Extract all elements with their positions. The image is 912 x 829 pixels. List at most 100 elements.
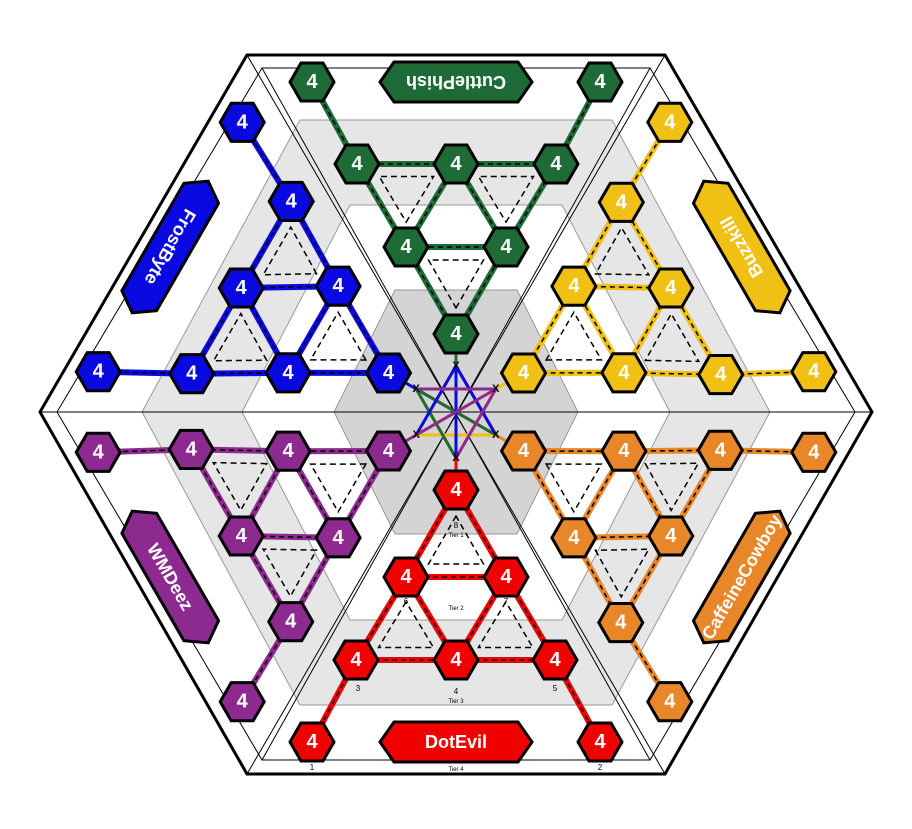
- space-purple[interactable]: 4: [314, 517, 362, 559]
- space-value: 4: [93, 361, 105, 383]
- space-green[interactable]: 4: [576, 61, 624, 103]
- path-link-dash: [620, 121, 671, 203]
- path-link-dash: [241, 535, 339, 539]
- space-orange[interactable]: 4: [696, 429, 745, 471]
- space-red[interactable]: 4: [382, 556, 430, 598]
- space-red[interactable]: 4: [288, 721, 336, 763]
- path-link-dash: [455, 163, 507, 248]
- space-value: 4: [618, 440, 630, 462]
- space-orange[interactable]: 4: [597, 602, 645, 644]
- path-link-dash: [720, 449, 814, 454]
- space-orange[interactable]: 4: [600, 430, 648, 472]
- space-yellow[interactable]: 4: [550, 265, 598, 307]
- tier-3-label: Tier 3: [448, 699, 464, 705]
- space-red[interactable]: 4: [432, 469, 480, 511]
- space-blue[interactable]: 4: [364, 352, 413, 394]
- space-blue[interactable]: 4: [264, 352, 312, 394]
- space-orange[interactable]: 4: [647, 515, 695, 557]
- space-value: 4: [665, 277, 677, 299]
- space-blue[interactable]: 4: [167, 353, 216, 395]
- dashed-guide: [309, 310, 368, 361]
- dashed-guide: [261, 225, 318, 276]
- dashed-guide: [261, 548, 318, 598]
- space-yellow[interactable]: 4: [499, 352, 548, 394]
- space-yellow[interactable]: 4: [790, 351, 838, 393]
- space-value: 4: [333, 527, 345, 549]
- space-value: 4: [283, 362, 295, 384]
- space-green[interactable]: 4: [432, 313, 480, 355]
- space-green[interactable]: 4: [382, 226, 430, 268]
- space-number-5: 5: [553, 684, 558, 693]
- space-red[interactable]: 4: [576, 721, 624, 763]
- space-green[interactable]: 4: [532, 143, 580, 185]
- space-green[interactable]: 4: [288, 61, 336, 103]
- space-purple[interactable]: 4: [218, 681, 266, 723]
- space-blue[interactable]: 4: [217, 267, 265, 309]
- path-link-dash: [98, 370, 192, 375]
- path-link-dash: [623, 287, 672, 374]
- space-purple[interactable]: 4: [167, 428, 215, 470]
- path-link-dash: [98, 448, 192, 454]
- space-value: 4: [549, 649, 561, 671]
- space-value: 4: [550, 153, 562, 175]
- space-number-1: 1: [310, 763, 315, 772]
- center-star-line: [415, 387, 497, 437]
- space-orange[interactable]: 4: [790, 431, 838, 473]
- dashed-guide: [544, 463, 603, 514]
- space-purple[interactable]: 4: [74, 431, 122, 473]
- space-value: 4: [500, 236, 512, 258]
- space-value: 4: [665, 525, 677, 547]
- space-blue[interactable]: 4: [74, 351, 122, 393]
- player-name: DotEvil: [425, 732, 487, 752]
- space-blue[interactable]: 4: [267, 180, 315, 222]
- space-orange[interactable]: 4: [499, 430, 548, 472]
- dashed-guide: [427, 259, 485, 310]
- space-red[interactable]: 4: [332, 639, 380, 681]
- space-green[interactable]: 4: [432, 143, 480, 185]
- space-yellow[interactable]: 4: [646, 101, 694, 143]
- dashed-guide: [211, 461, 268, 512]
- space-value: 4: [594, 71, 606, 93]
- path-link-dash: [623, 450, 672, 537]
- tier-4-label: Tier 4: [448, 767, 464, 773]
- space-red[interactable]: 4: [482, 556, 530, 598]
- path-link-dash: [355, 576, 407, 661]
- path-link-dash: [455, 576, 507, 661]
- space-green[interactable]: 4: [482, 226, 530, 268]
- center-star-line: [454, 388, 498, 459]
- space-green[interactable]: 4: [333, 143, 381, 185]
- space-orange[interactable]: 4: [550, 517, 598, 559]
- space-value: 4: [383, 362, 395, 384]
- path-link-dash: [573, 537, 622, 623]
- path-link-dash: [241, 621, 292, 703]
- dashed-guide: [377, 600, 435, 649]
- space-orange[interactable]: 4: [646, 681, 694, 723]
- path-link-dash: [356, 163, 407, 248]
- space-purple[interactable]: 4: [264, 430, 312, 472]
- space-value: 4: [333, 275, 345, 297]
- space-purple[interactable]: 4: [364, 430, 413, 472]
- center-mark: X: [492, 429, 500, 441]
- path-link-dash: [620, 622, 671, 703]
- player-banner-cuttlephish: CuttlePhish: [378, 60, 534, 104]
- space-value: 4: [615, 612, 627, 634]
- path-link-dash: [241, 121, 292, 202]
- space-purple[interactable]: 4: [217, 515, 265, 557]
- space-blue[interactable]: 4: [218, 101, 266, 143]
- path-link-dash: [554, 659, 601, 743]
- space-yellow[interactable]: 4: [647, 267, 695, 309]
- space-value: 4: [568, 527, 580, 549]
- space-value: 4: [186, 438, 198, 460]
- space-blue[interactable]: 4: [314, 265, 362, 307]
- space-yellow[interactable]: 4: [600, 352, 648, 394]
- space-yellow[interactable]: 4: [697, 354, 745, 396]
- space-purple[interactable]: 4: [266, 601, 315, 643]
- space-red[interactable]: 4: [432, 639, 480, 681]
- space-yellow[interactable]: 4: [597, 181, 646, 223]
- space-value: 4: [618, 362, 630, 384]
- center-mark: X: [412, 383, 420, 395]
- center-mark: X: [492, 383, 500, 395]
- path-link-dash: [573, 285, 671, 289]
- space-red[interactable]: 4: [531, 639, 579, 681]
